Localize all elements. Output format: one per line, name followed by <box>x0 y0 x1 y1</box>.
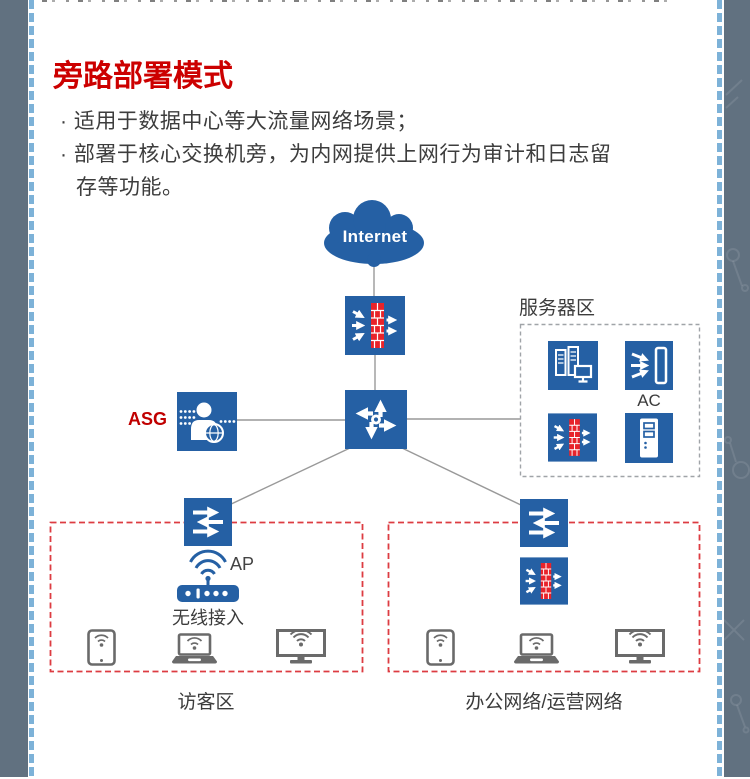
office-switch-icon <box>520 499 568 547</box>
internet-cloud <box>324 200 424 267</box>
bullet-1: · 适用于数据中心等大流量网络场景； <box>60 110 418 133</box>
server-group-icon <box>548 341 598 390</box>
firewall-icon-server-area <box>548 413 597 461</box>
right-border-dashed-line <box>717 0 722 777</box>
server-area-label: 服务器区 <box>519 298 596 319</box>
bullet-2-line-2: 存等功能。 <box>76 176 184 199</box>
guest-zone-label: 访客区 <box>177 692 235 713</box>
laptop-icon-guest <box>171 633 218 665</box>
ap-label: AP <box>230 554 255 574</box>
internet-label: Internet <box>342 227 408 246</box>
cropped-text-top <box>42 0 678 2</box>
guest-switch-icon <box>184 498 232 546</box>
server-tower-icon <box>625 413 673 463</box>
right-border <box>724 0 750 777</box>
server-area-box <box>519 323 701 478</box>
core-router-icon <box>345 390 407 449</box>
ac-controller-icon <box>625 341 673 390</box>
tablet-icon-office <box>426 629 455 666</box>
laptop-icon-office <box>513 633 560 665</box>
monitor-icon-guest <box>276 629 326 664</box>
monitor-icon-office <box>615 629 665 664</box>
left-border-dashed-line <box>29 0 34 777</box>
ac-label: AC <box>637 391 661 410</box>
firewall-icon-office <box>520 557 568 604</box>
ap-icon <box>177 549 239 602</box>
link-router-office-switch <box>401 447 524 507</box>
firewall-icon <box>345 296 405 355</box>
asg-label: ASG <box>128 409 168 429</box>
bullet-2-line-1: · 部署于核心交换机旁，为内网提供上网行为审计和日志留 <box>60 143 612 166</box>
connector-lines <box>226 263 524 507</box>
page-title: 旁路部署模式 <box>53 60 233 93</box>
left-border <box>0 0 28 777</box>
link-router-guest-switch <box>226 447 351 507</box>
tablet-icon-guest <box>87 629 116 666</box>
office-zone-label: 办公网络/运营网络 <box>465 692 623 713</box>
wireless-access-label: 无线接入 <box>172 608 244 628</box>
border-pattern <box>724 79 750 734</box>
asg-gateway-icon <box>177 392 237 451</box>
